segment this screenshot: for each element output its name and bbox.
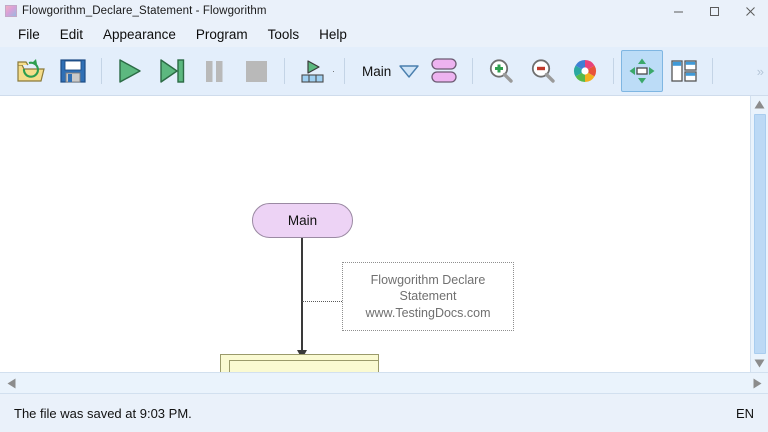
run-button[interactable] [109, 50, 151, 92]
comment-line-1: Flowgorithm Declare [370, 272, 486, 287]
step-button[interactable] [151, 50, 193, 92]
toolbar: · Main [0, 47, 768, 96]
title-bar: Flowgorithm_Declare_Statement - Flowgori… [0, 0, 768, 22]
color-theme-button[interactable] [564, 50, 606, 92]
color-wheel-icon [574, 60, 597, 82]
scroll-up-button[interactable] [751, 96, 768, 113]
scroll-left-button[interactable] [0, 373, 22, 394]
toolbar-separator-5 [613, 58, 615, 84]
zoom-in-button[interactable] [480, 50, 522, 92]
step-icon [160, 59, 185, 83]
minimize-button[interactable] [660, 0, 696, 22]
status-bar: The file was saved at 9:03 PM. EN [0, 394, 768, 432]
scroll-right-button[interactable] [746, 373, 768, 394]
menu-appearance[interactable]: Appearance [103, 27, 176, 42]
status-language-indicator[interactable]: EN [735, 405, 754, 421]
start-node-label: Main [287, 213, 318, 228]
window-title: Flowgorithm_Declare_Statement - Flowgori… [22, 5, 267, 17]
comment-annotation[interactable]: Flowgorithm Declare Statement www.Testin… [342, 262, 514, 331]
toolbar-separator-1 [101, 58, 102, 84]
pause-button[interactable] [193, 50, 235, 92]
function-list-button[interactable] [423, 50, 465, 92]
function-selector-dropdown[interactable] [395, 50, 423, 92]
triangle-left-icon [7, 378, 15, 388]
menu-program[interactable]: Program [195, 27, 248, 42]
maximize-button[interactable] [696, 0, 732, 22]
zoom-in-icon [490, 59, 513, 83]
vertical-scroll-thumb[interactable] [753, 114, 766, 354]
connector-start-to-declare [301, 238, 303, 353]
work-area: Main Flowgorithm Declare Statement www.T… [0, 96, 768, 372]
app-icon [5, 5, 17, 17]
toolbar-dropdown-dot: · [332, 66, 335, 76]
run-icon [119, 59, 141, 83]
layout-panels-button[interactable] [663, 50, 705, 92]
comment-connector [302, 301, 342, 302]
toolbar-separator-2 [284, 58, 285, 84]
menu-help[interactable]: Help [319, 27, 347, 42]
stop-icon [246, 61, 267, 82]
flowchart-start-node[interactable]: Main [252, 203, 353, 238]
status-message: The file was saved at 9:03 PM. [14, 405, 192, 421]
zoom-out-button[interactable] [522, 50, 564, 92]
triangle-up-icon [754, 100, 765, 109]
function-list-icon [431, 58, 457, 83]
pause-icon [206, 61, 223, 82]
chevron-down-icon [399, 65, 419, 78]
triangle-right-icon [753, 378, 761, 388]
save-file-button[interactable] [52, 50, 94, 92]
fit-to-window-icon [629, 58, 655, 84]
toolbar-overflow-chevron[interactable]: » [756, 63, 764, 79]
comment-line-3: www.TestingDocs.com [365, 305, 491, 320]
generate-code-icon [301, 60, 324, 83]
toolbar-separator-4 [472, 58, 474, 84]
menu-tools[interactable]: Tools [267, 27, 300, 42]
fit-to-window-button[interactable] [621, 50, 664, 92]
close-button[interactable] [732, 0, 768, 22]
open-file-icon [17, 59, 45, 82]
flowchart-declare-node[interactable]: Real length, height [220, 354, 379, 372]
menu-edit[interactable]: Edit [59, 27, 84, 42]
vertical-scrollbar[interactable] [750, 96, 768, 372]
horizontal-scrollbar[interactable] [0, 372, 768, 394]
comment-line-2: Statement [399, 289, 457, 304]
toolbar-separator-3 [344, 58, 345, 84]
menu-file[interactable]: File [18, 27, 40, 42]
scroll-down-button[interactable] [751, 355, 768, 372]
flowchart-canvas[interactable]: Main Flowgorithm Declare Statement www.T… [0, 96, 750, 372]
declare-node-label: Real length, height [229, 360, 378, 372]
function-selector-label[interactable]: Main [362, 63, 392, 79]
stop-button[interactable] [235, 50, 277, 92]
generate-code-button[interactable] [292, 50, 334, 92]
open-file-button[interactable] [10, 50, 52, 92]
toolbar-separator-6 [712, 58, 714, 84]
triangle-down-icon [754, 359, 765, 368]
window-controls [660, 0, 768, 22]
menu-bar: File Edit Appearance Program Tools Help [0, 22, 768, 47]
zoom-out-icon [532, 59, 555, 83]
save-file-icon [60, 59, 86, 83]
layout-panels-icon [671, 60, 697, 82]
